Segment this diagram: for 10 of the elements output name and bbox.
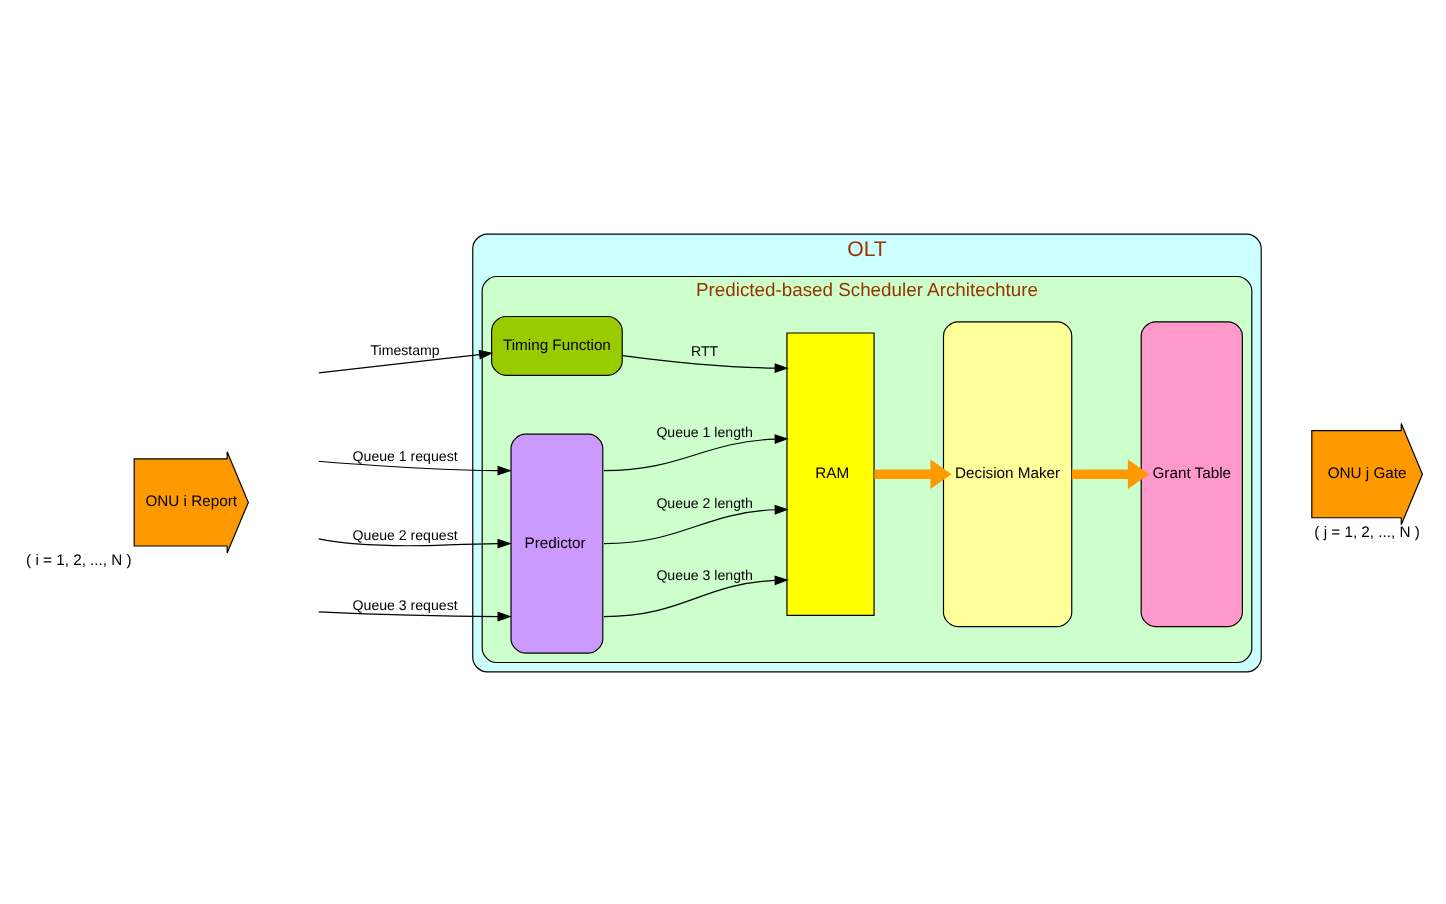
arrow [1071,458,1149,488]
arrow [874,458,952,488]
arrow [318,537,512,548]
arrow [318,459,512,475]
arrow [318,610,512,621]
arrow [603,574,789,617]
arrow [318,348,494,373]
arrow [603,503,789,544]
arrow [621,354,789,373]
arrow [603,433,789,471]
